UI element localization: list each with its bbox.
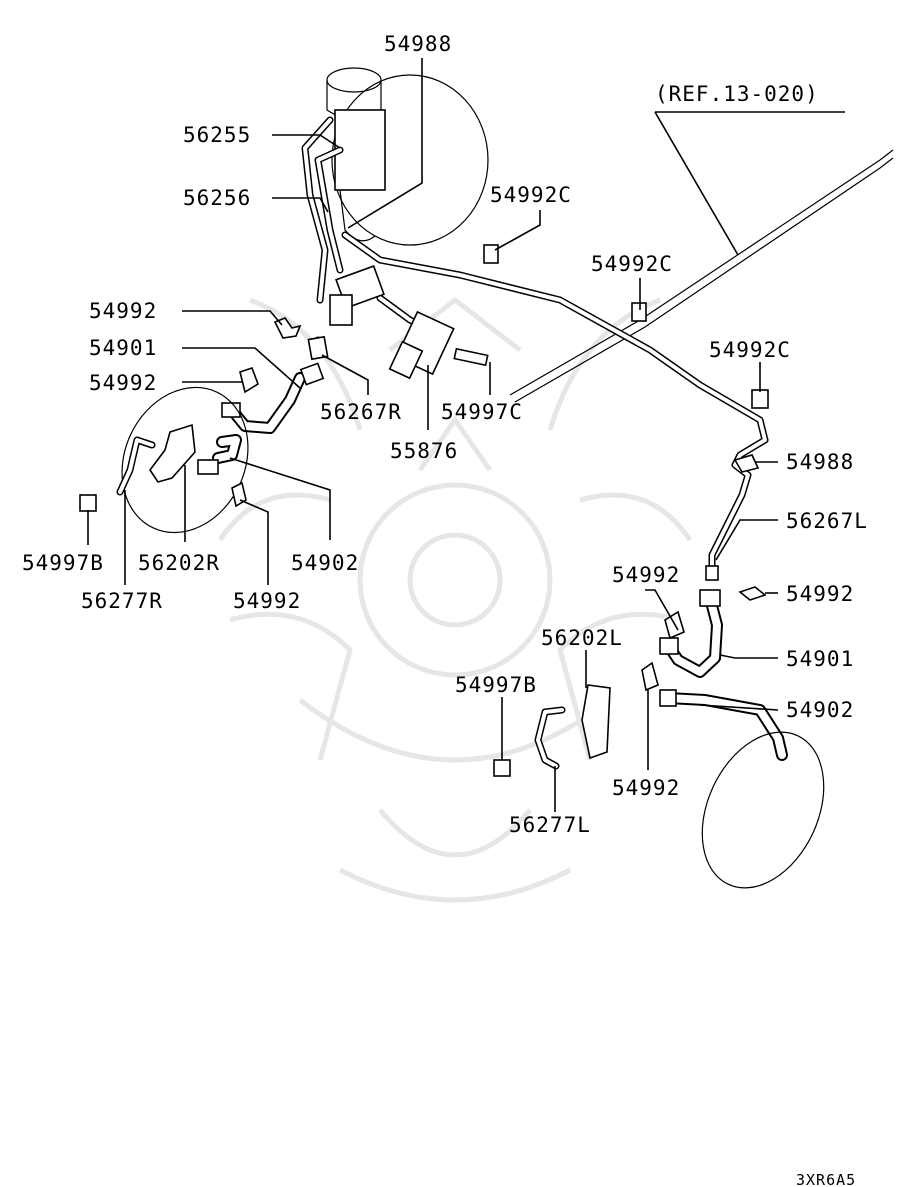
label-54902-right: 54902 (786, 698, 854, 722)
label-56255: 56255 (183, 123, 251, 147)
label-54992-c: 54992 (233, 589, 301, 613)
brake-pipes (301, 116, 769, 576)
label-54992-a: 54992 (89, 299, 157, 323)
leader-lines (87, 58, 845, 812)
label-reference: (REF.13-020) (655, 82, 819, 106)
label-54992-f: 54992 (612, 776, 680, 800)
label-56256: 56256 (183, 186, 251, 210)
label-54988-top: 54988 (384, 32, 452, 56)
label-54997b-right: 54997B (455, 673, 537, 697)
label-54997c: 54997C (441, 400, 523, 424)
label-54992c-3: 54992C (709, 338, 791, 362)
label-55876: 55876 (390, 439, 458, 463)
label-56267l: 56267L (786, 509, 868, 533)
right-brake-hose (79, 317, 325, 534)
proportioning-valve (307, 265, 489, 380)
label-54997b-left: 54997B (22, 551, 104, 575)
label-56202l: 56202L (541, 626, 623, 650)
reference-brake-line (509, 149, 894, 403)
label-54902-left: 54902 (291, 551, 359, 575)
label-54988-right: 54988 (786, 450, 854, 474)
label-56202r: 56202R (138, 551, 220, 575)
label-54992c-2: 54992C (591, 252, 673, 276)
label-56277r: 56277R (81, 589, 163, 613)
label-54901-left: 54901 (786, 647, 854, 671)
left-brake-hose (483, 244, 825, 889)
label-54992-d: 54992 (612, 563, 680, 587)
label-54901-right: 54901 (89, 336, 157, 360)
label-54992-e: 54992 (786, 582, 854, 606)
watermark-emblem (217, 296, 693, 903)
label-54992c-1: 54992C (490, 183, 572, 207)
label-54992-b: 54992 (89, 371, 157, 395)
label-56277l: 56277L (509, 813, 591, 837)
brake-booster (326, 67, 489, 246)
diagram-code: 3XR6A5 (796, 1171, 856, 1187)
label-56267r: 56267R (320, 400, 402, 424)
